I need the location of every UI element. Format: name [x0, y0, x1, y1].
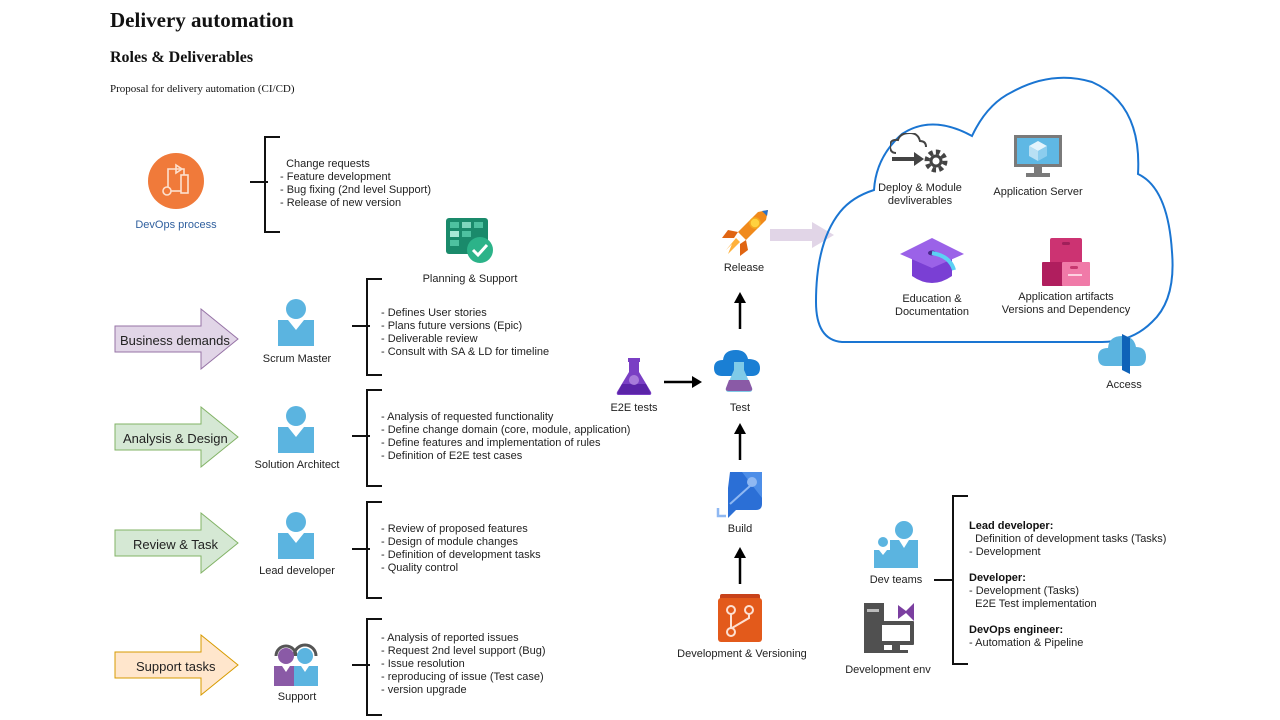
lead-developer-deliverables: - Review of proposed features - Design o…: [381, 523, 541, 574]
devops-process-icon: [148, 153, 204, 209]
bracket-stem: [352, 325, 370, 327]
business-demands-label: Business demands: [120, 333, 230, 348]
deploy-module-icon: [890, 133, 952, 177]
devops-process-label: DevOps process: [135, 219, 217, 231]
dev-teams-icon: [872, 520, 920, 568]
devops-deliverables: Change requests - Feature development - …: [280, 158, 432, 209]
development-env-icon: [864, 603, 916, 655]
devops-bracket: [264, 136, 280, 233]
devops-engineer-title: DevOps engineer:: [969, 624, 1064, 636]
lead-developer-icon: [278, 511, 314, 559]
release-rocket-icon: [718, 208, 770, 256]
page-description: Proposal for delivery automation (CI/CD): [110, 83, 295, 95]
artifacts-icon: [1042, 238, 1090, 288]
build-label: Build: [727, 523, 753, 535]
application-server-label: Application Server: [993, 186, 1083, 198]
dev-teams-bracket: [952, 495, 968, 665]
test-label: Test: [729, 402, 751, 414]
scrum-master-icon: [278, 298, 314, 346]
bracket-stem: [352, 664, 370, 666]
lead-developer-label: Lead developer: [259, 565, 335, 577]
build-to-test-arrow: [732, 422, 748, 462]
boards-check-icon: [446, 218, 494, 264]
lead-developer-title: Lead developer:: [969, 520, 1054, 532]
scrum-master-deliverables: - Defines User stories - Plans future ve…: [381, 307, 550, 358]
developer-tasks: - Development (Tasks) E2E Test implement…: [969, 585, 1097, 610]
application-server-icon: [1014, 135, 1062, 181]
devops-engineer-tasks: - Automation & Pipeline: [969, 637, 1084, 649]
business-demands-arrow: [114, 308, 240, 370]
bracket-stem: [934, 579, 952, 581]
dev-teams-label: Dev teams: [869, 574, 923, 586]
education-documentation-label: Education & Documentation: [895, 293, 969, 318]
scrum-master-bracket: [366, 278, 382, 376]
test-to-release-arrow: [732, 291, 748, 331]
education-icon: [898, 236, 966, 288]
bracket-stem: [352, 435, 370, 437]
solution-architect-label: Solution Architect: [254, 459, 340, 471]
application-artifacts-label: Application artifacts Versions and Depen…: [1001, 291, 1131, 316]
bracket-stem: [352, 548, 370, 550]
access-label: Access: [1106, 379, 1142, 391]
bracket-stem: [250, 181, 268, 183]
support-deliverables: - Analysis of reported issues - Request …: [381, 632, 546, 696]
cloud-boundary: [812, 62, 1182, 348]
release-to-cloud-arrow: [770, 220, 836, 250]
test-icon: [714, 346, 764, 394]
review-task-arrow: [114, 512, 240, 574]
support-tasks-arrow: [114, 634, 240, 696]
development-env-label: Development env: [845, 664, 931, 676]
deploy-module-label: Deploy & Module devliverables: [878, 182, 962, 207]
lead-developer-bracket: [366, 501, 382, 599]
dev-teams-roles: Lead developer: Definition of developmen…: [969, 520, 1166, 650]
page-title: Delivery automation: [110, 8, 294, 32]
release-label: Release: [723, 262, 765, 274]
solution-architect-deliverables: - Analysis of requested functionality - …: [381, 411, 631, 462]
developer-title: Developer:: [969, 572, 1026, 584]
support-bracket: [366, 618, 382, 716]
scrum-master-label: Scrum Master: [262, 353, 332, 365]
solution-architect-icon: [278, 405, 314, 453]
analysis-design-label: Analysis & Design: [123, 431, 228, 446]
support-icon: [272, 640, 320, 686]
access-icon: [1098, 330, 1148, 374]
dev-to-build-arrow: [732, 546, 748, 586]
repos-versioning-icon: [718, 594, 762, 642]
analysis-design-arrow: [114, 406, 240, 468]
support-tasks-label: Support tasks: [136, 659, 216, 674]
development-versioning-label: Development & Versioning: [677, 648, 807, 660]
e2e-tests-label: E2E tests: [610, 402, 658, 414]
e2e-to-test-arrow: [662, 374, 704, 390]
lead-developer-tasks: Definition of development tasks (Tasks) …: [969, 533, 1167, 558]
page-subtitle: Roles & Deliverables: [110, 49, 254, 66]
support-label: Support: [277, 691, 317, 703]
solution-architect-bracket: [366, 389, 382, 487]
review-task-label: Review & Task: [133, 537, 219, 552]
e2e-tests-icon: [616, 358, 652, 396]
planning-support-label: Planning & Support: [422, 273, 518, 285]
build-pipeline-icon: [716, 468, 766, 518]
